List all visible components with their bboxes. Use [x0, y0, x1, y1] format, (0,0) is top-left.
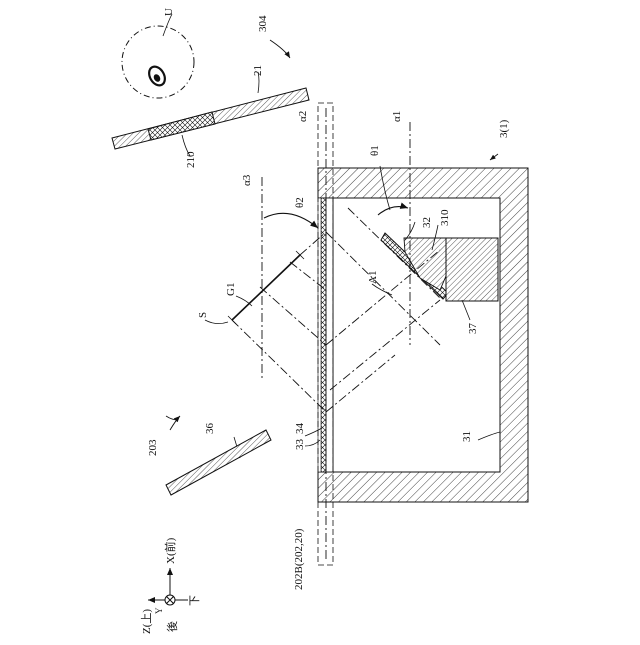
label-axis-y: Y [154, 607, 164, 614]
label-alpha3: α3 [241, 174, 253, 186]
label-alpha1: α1 [391, 111, 403, 122]
label-202b: 202B(202,20) [293, 528, 305, 590]
virtual-image-g1 [228, 251, 304, 324]
label-g1: G1 [225, 283, 237, 296]
label-theta2: θ2 [294, 197, 306, 208]
label-310: 310 [439, 209, 451, 226]
label-3-1: 3(1) [498, 119, 510, 138]
label-theta1: θ1 [369, 145, 381, 156]
label-eye: U [163, 8, 175, 16]
label-axis-x: X(前) [163, 537, 177, 564]
coordinate-axes [148, 568, 188, 605]
label-a1: A1 [367, 271, 379, 284]
label-203: 203 [147, 439, 159, 456]
label-31: 31 [461, 431, 473, 442]
label-axis-down: 下 [189, 595, 201, 606]
label-s: S [197, 312, 209, 318]
display-panel-33-34 [318, 198, 333, 472]
label-32: 32 [421, 217, 433, 228]
windshield-21 [112, 72, 309, 156]
label-304: 304 [257, 15, 269, 32]
angle-arcs [264, 207, 408, 228]
label-210: 210 [185, 151, 197, 168]
label-36: 36 [204, 423, 216, 435]
label-alpha2: α2 [297, 111, 309, 122]
label-37: 37 [467, 323, 479, 335]
label-axis-z: Z(上) [140, 609, 153, 634]
label-34: 34 [294, 423, 306, 435]
eye-region [122, 14, 194, 98]
concave-mirror-36 [166, 430, 271, 495]
label-21: 21 [252, 65, 264, 76]
label-33: 33 [294, 439, 306, 451]
mirror-assembly [381, 233, 498, 301]
label-axis-back: 後 [165, 621, 179, 632]
